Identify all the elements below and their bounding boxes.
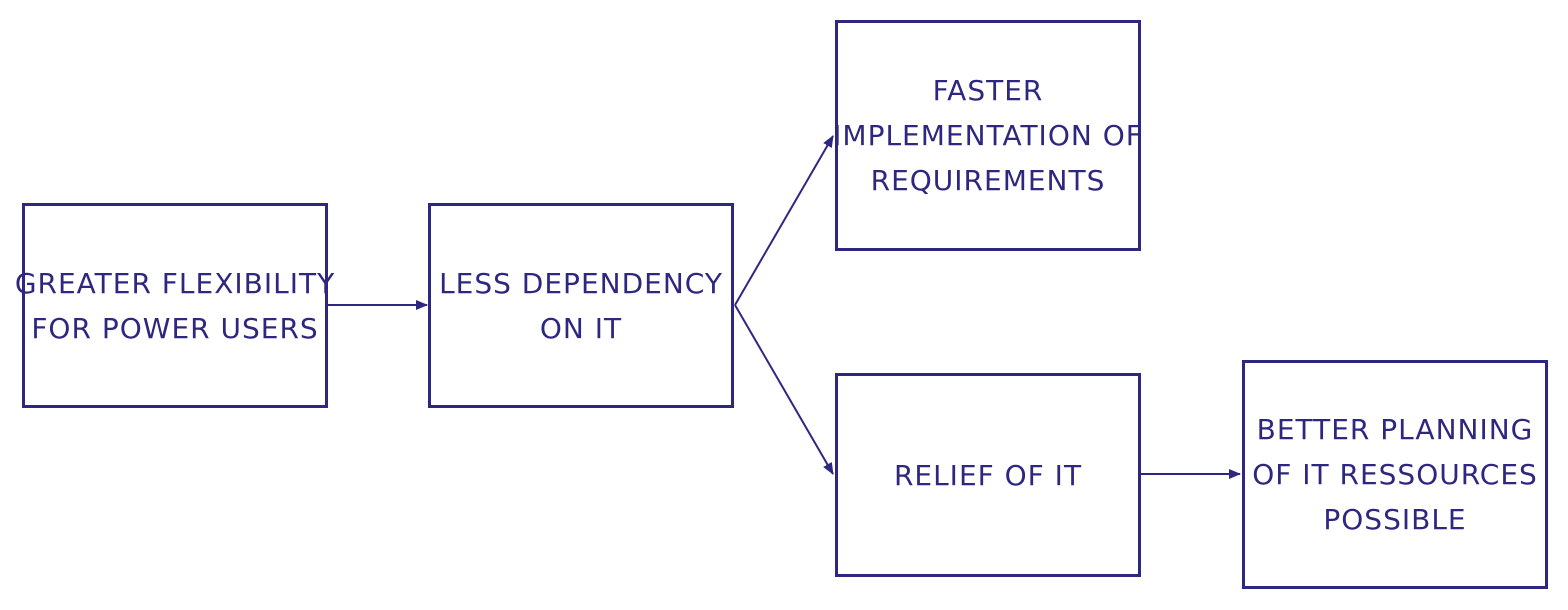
node-relief-of-it: RELIEF OF IT <box>835 373 1141 577</box>
arrow-dependency-to-faster-implementation <box>734 135 834 306</box>
node-better-planning-line-2: OF IT RESSOURCES <box>1252 458 1538 491</box>
node-less-dependency-line-2: ON IT <box>539 311 623 345</box>
node-less-dependency: LESS DEPENDENCY ON IT <box>428 203 734 408</box>
node-relief-of-it-line-1: RELIEF OF IT <box>893 458 1083 492</box>
node-faster-implementation: FASTER IMPLEMENTATION OF REQUIREMENTS <box>833 20 1143 251</box>
node-better-planning-line-1: BETTER PLANNING <box>1256 413 1534 446</box>
node-faster-implementation-line-1: FASTER <box>932 74 1044 107</box>
node-better-planning: BETTER PLANNING OF IT RESSOURCES POSSIBL… <box>1242 360 1548 589</box>
node-greater-flexibility-line-2: FOR POWER USERS <box>31 311 319 345</box>
node-greater-flexibility-line-1: GREATER FLEXIBILITY <box>14 266 336 300</box>
node-greater-flexibility: GREATER FLEXIBILITY FOR POWER USERS <box>15 203 334 408</box>
node-faster-implementation-line-2: IMPLEMENTATION OF <box>833 119 1143 152</box>
node-faster-implementation-line-3: REQUIREMENTS <box>870 164 1106 197</box>
node-less-dependency-line-1: LESS DEPENDENCY <box>439 266 723 300</box>
arrow-dependency-to-relief <box>734 304 834 475</box>
node-better-planning-line-3: POSSIBLE <box>1323 503 1467 536</box>
